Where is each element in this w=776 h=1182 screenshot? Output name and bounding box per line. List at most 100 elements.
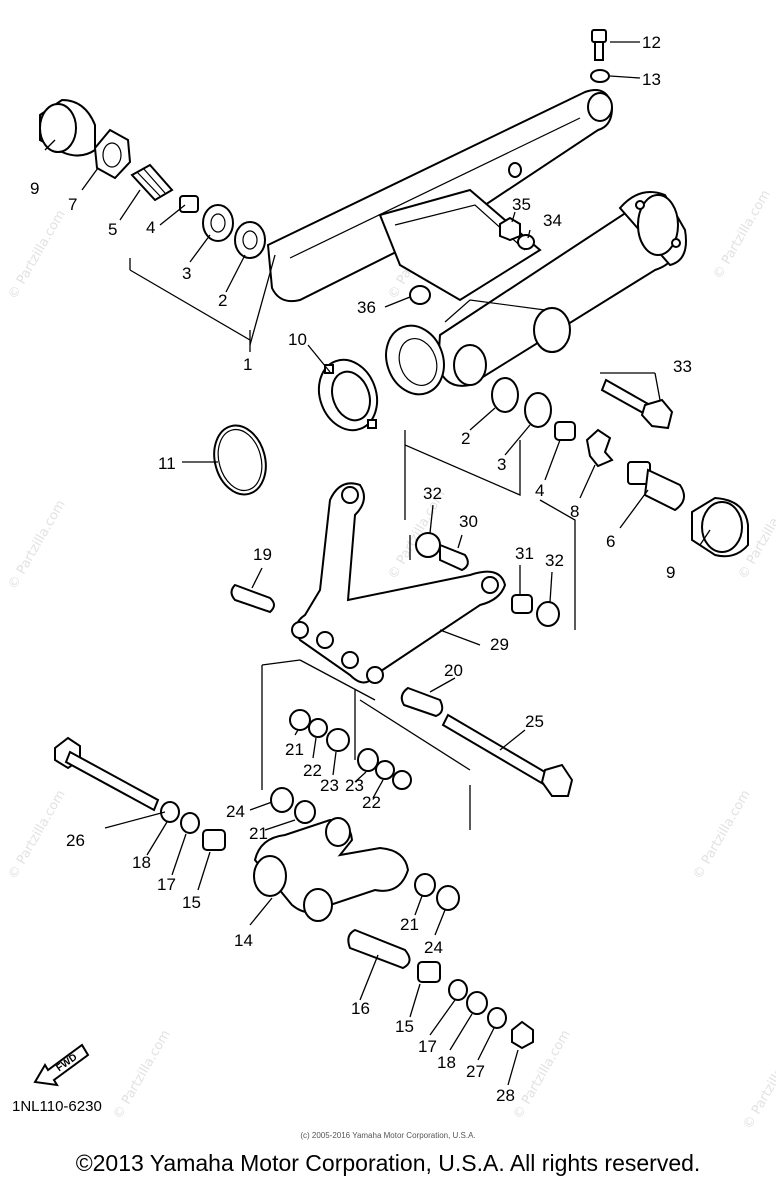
pivot-cap-right (691, 496, 749, 558)
collar-21 (289, 709, 311, 731)
callout-label: 15 (395, 1017, 414, 1036)
callout-label: 2 (218, 291, 227, 310)
callout-label: 11 (158, 454, 176, 473)
watermark: © Partzilla.com (5, 788, 68, 882)
callout-label: 6 (606, 532, 615, 551)
watermark: © Partzilla.com (710, 188, 773, 282)
callout-label: 24 (226, 802, 245, 821)
collar-21b (392, 770, 412, 790)
callout-label: 29 (490, 635, 509, 654)
leader-lines (44, 41, 711, 1086)
pivot-bolt-33 (600, 378, 674, 430)
collar-24 (270, 787, 294, 813)
callout-label: 21 (249, 824, 268, 843)
callout-label: 12 (642, 33, 661, 52)
callout-label: 1 (243, 355, 252, 374)
callout-label: 18 (437, 1053, 456, 1072)
callout-label: 3 (182, 264, 191, 283)
washer-13 (590, 69, 610, 83)
callout-label: 13 (642, 70, 661, 89)
collar-32-right (536, 601, 560, 627)
oil-seal-right (524, 392, 552, 428)
relay-arm (291, 482, 507, 684)
bushing-30 (439, 543, 469, 572)
washer-34 (517, 234, 535, 250)
callout-label: 19 (253, 545, 272, 564)
callout-label: 14 (234, 931, 253, 950)
swingarm (266, 89, 687, 387)
callout-label: 23 (320, 776, 339, 795)
fwd-arrow-icon: FWD (33, 1043, 90, 1087)
bearing-left (234, 221, 266, 259)
nut-28 (511, 1020, 534, 1050)
pivot-shaft-left (130, 163, 174, 202)
watermark: © Partzilla.com (110, 1028, 173, 1122)
collar-right (554, 421, 576, 441)
watermark: © Partzilla.com (690, 788, 753, 882)
washer-17b (448, 979, 468, 1001)
bushing-16 (347, 928, 411, 970)
bearing-right (491, 377, 519, 413)
callout-label: 34 (543, 211, 562, 230)
callout-label: 35 (512, 195, 531, 214)
nut-35 (499, 216, 521, 242)
callout-numbers: 12 13 9 7 5 35 34 4 3 2 1 36 10 33 2 3 4… (30, 33, 692, 1105)
pivot-shaft-right (627, 461, 685, 512)
callout-label: 31 (515, 544, 534, 563)
collar-15 (202, 829, 226, 851)
callout-label: 30 (459, 512, 478, 531)
bolt-25 (441, 713, 574, 797)
callout-label: 4 (146, 218, 155, 237)
grease-nipple (409, 285, 431, 305)
gasket-ring (213, 424, 267, 496)
callout-label: 9 (30, 179, 39, 198)
copyright-notice: ©2013 Yamaha Motor Corporation, U.S.A. A… (75, 1150, 701, 1176)
callout-label: 26 (66, 831, 85, 850)
collar-21d (414, 873, 436, 897)
callout-label: 18 (132, 853, 151, 872)
callout-label: 9 (666, 563, 675, 582)
washer-18b (466, 991, 488, 1015)
watermark: © Partzilla.com (740, 1038, 776, 1132)
callout-label: 21 (285, 740, 304, 759)
washer-23 (326, 728, 350, 752)
boot (385, 324, 445, 396)
callout-label: 25 (525, 712, 544, 731)
bolt-12 (591, 29, 607, 43)
callout-label: 16 (351, 999, 370, 1018)
diagram-code: 1NL110-6230 (12, 1098, 102, 1115)
callout-label: 20 (444, 661, 463, 680)
callout-label: 5 (108, 220, 117, 239)
callout-label: 10 (288, 330, 307, 349)
watermark: © Partzilla.com (5, 208, 68, 302)
callout-label: 8 (570, 502, 579, 521)
collar-left (179, 195, 199, 213)
callout-label: 17 (157, 875, 176, 894)
collar-32-top (415, 532, 441, 558)
ring-nut (317, 358, 379, 432)
callout-label: 15 (182, 893, 201, 912)
oil-seal-left (202, 204, 234, 242)
callout-label: 3 (497, 455, 506, 474)
callout-label: 22 (303, 761, 322, 780)
callout-label: 21 (400, 915, 419, 934)
washer-22b (375, 760, 395, 780)
small-copyright: (c) 2005-2016 Yamaha Motor Corporation, … (300, 1131, 476, 1140)
callout-label: 27 (466, 1062, 485, 1081)
callout-label: 22 (362, 793, 381, 812)
callout-label: 24 (424, 938, 443, 957)
collar-15b (417, 961, 441, 983)
connecting-rod (253, 817, 410, 922)
washer-27 (487, 1007, 507, 1029)
bushing-20 (400, 686, 444, 718)
lock-washer (585, 428, 614, 468)
collar-21c (294, 800, 316, 824)
bushing-19 (230, 583, 275, 614)
collar-31 (511, 594, 533, 614)
washer-17 (180, 812, 200, 834)
callout-label: 32 (423, 484, 442, 503)
callout-label: 4 (535, 481, 544, 500)
callout-label: 36 (357, 298, 376, 317)
washer-22 (308, 718, 328, 738)
